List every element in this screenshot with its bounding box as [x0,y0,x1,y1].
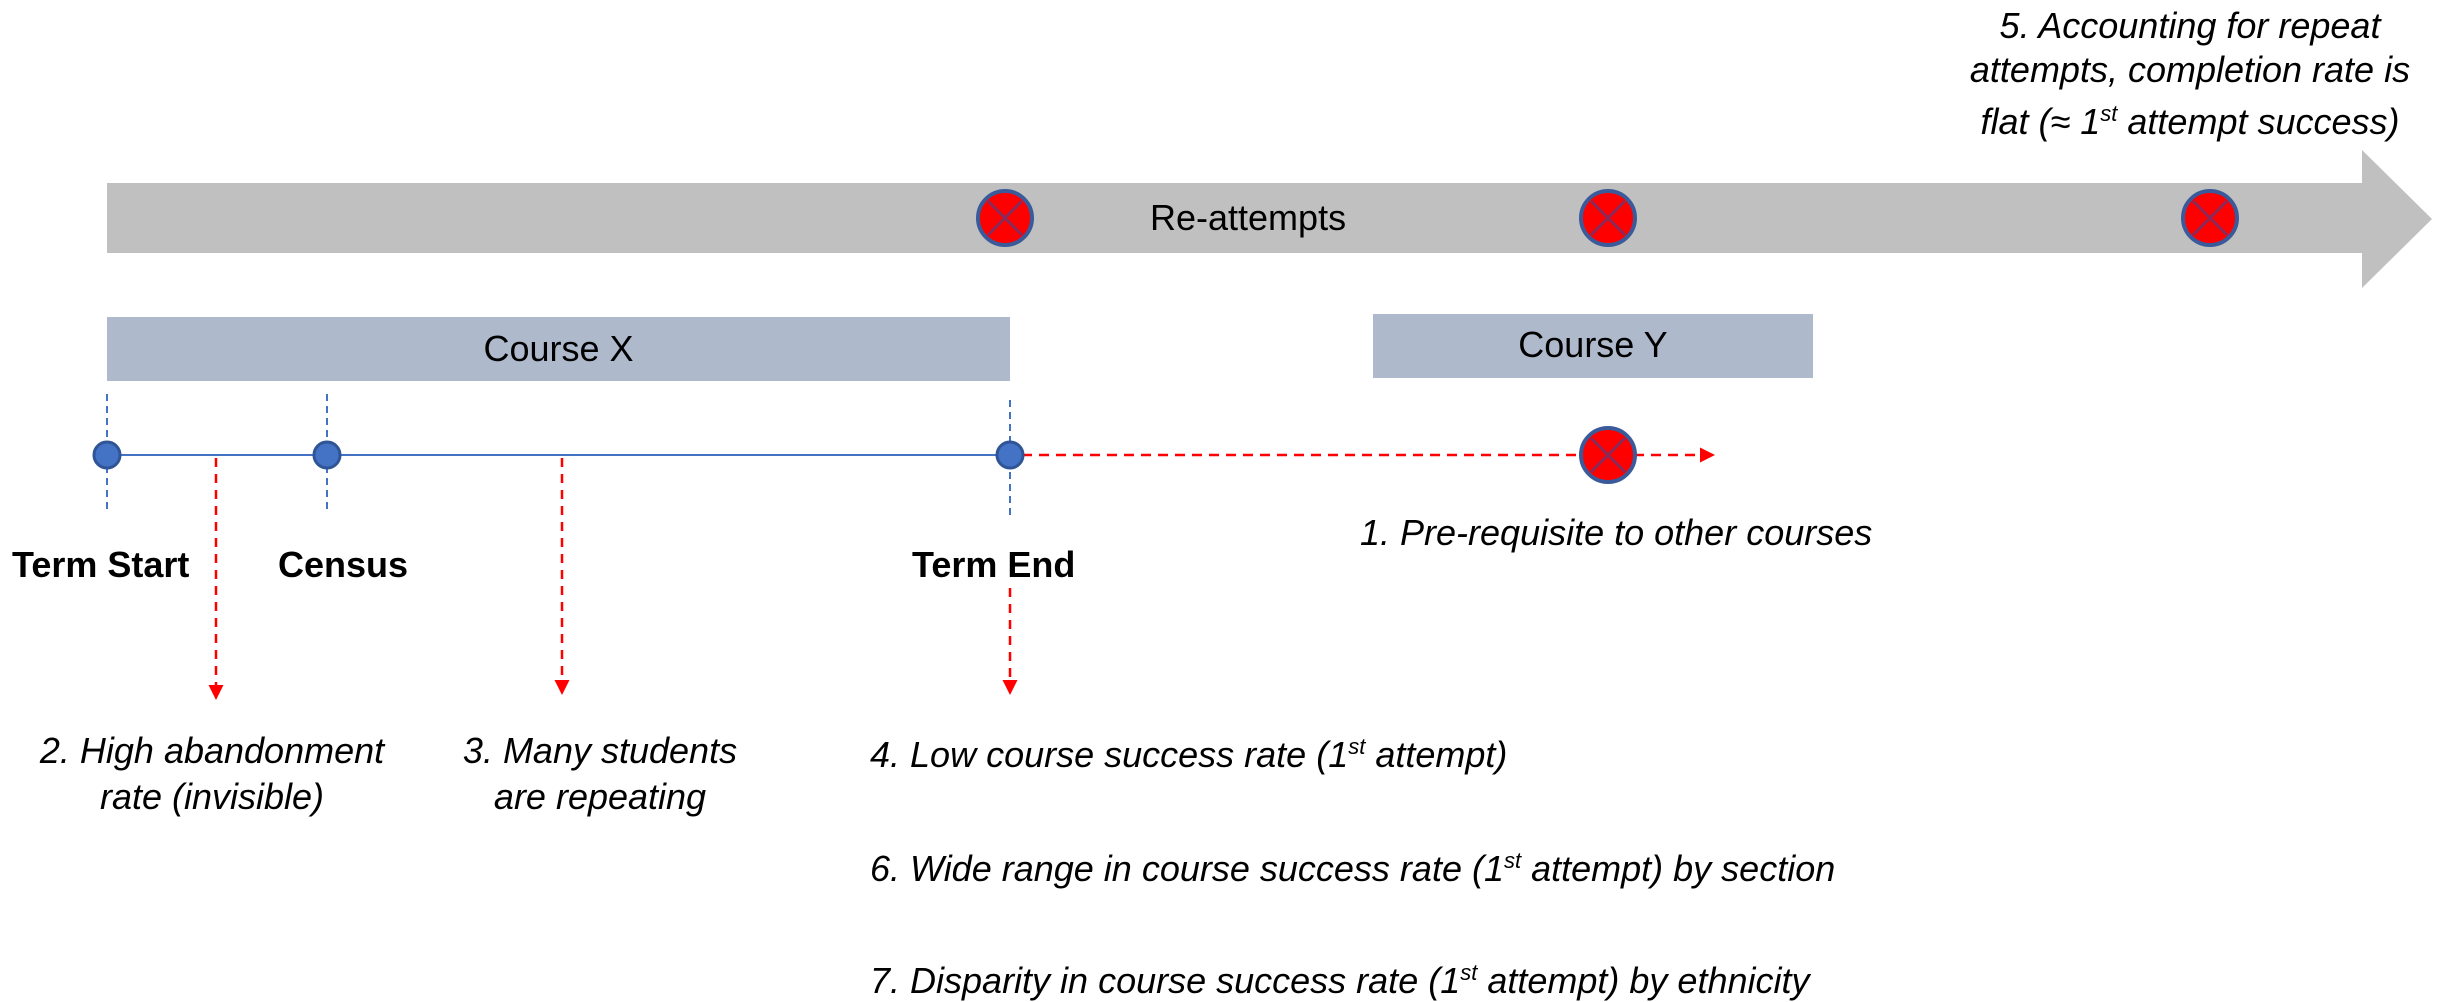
note-7-text-end: attempt) by ethnicity [1477,960,1810,1001]
note-7-text: 7. Disparity in course success rate (1 [870,960,1461,1001]
note-4-sup: st [1348,734,1366,759]
note-6-text: 6. Wide range in course success rate (1 [870,848,1504,889]
note-3-line-1: 3. Many students [462,730,738,771]
note-2-line-2: rate (invisible) [99,776,325,817]
term-start-dot-icon [92,440,122,470]
note-5-sup: st [2100,101,2118,126]
census-dot-icon [312,440,342,470]
note-6-text-end: attempt) by section [1521,848,1836,889]
course-y-label: Course Y [1518,324,1668,365]
note-6-sup: st [1503,848,1522,873]
fail-marker-2-x-circle-icon [1579,189,1637,247]
term-end-dot-icon [995,440,1025,470]
note-2-line-1: 2. High abandonment [39,730,385,771]
course-x-label: Course X [483,328,634,369]
note-4-success-rate: 4. Low course success rate (1st attempt) [870,734,1507,776]
note-6-by-section: 6. Wide range in course success rate (1s… [870,848,1835,890]
note-3-line-2: are repeating [493,776,707,817]
note-7-sup: st [1460,960,1478,985]
fail-marker-3-x-circle-icon [2181,189,2239,247]
note-4-text: 4. Low course success rate (1 [870,734,1349,775]
census-label: Census [278,544,409,585]
note-5-line-2: attempts, completion rate is [1969,49,2411,90]
re-attempts-label: Re-attempts [1150,197,1347,238]
note-5-line-3-end: attempt success) [2117,101,2400,142]
note-4-text-end: attempt) [1365,734,1508,775]
term-start-label: Term Start [12,544,190,585]
note-7-by-ethnicity: 7. Disparity in course success rate (1st… [870,960,1810,1002]
course-x-bar [107,317,1010,381]
term-end-label: Term End [912,544,1076,585]
note-2-abandonment: 2. High abandonment rate (invisible) [12,728,412,820]
note-5-completion-rate: 5. Accounting for repeat attempts, compl… [1950,4,2430,144]
re-attempts-arrow [107,150,2432,288]
note-3-repeating: 3. Many students are repeating [440,728,760,820]
note-5-line-1: 5. Accounting for repeat [1999,5,2381,46]
fail-marker-1-x-circle-icon [976,189,1034,247]
note-1-prerequisite: 1. Pre-requisite to other courses [1360,512,1873,553]
fail-marker-course-y-x-circle-icon [1579,426,1637,484]
note-5-line-3: flat (≈ 1st attempt success) [1950,92,2430,144]
note-5-line-3-text: flat (≈ 1 [1980,101,2101,142]
course-y-bar [1373,314,1813,378]
